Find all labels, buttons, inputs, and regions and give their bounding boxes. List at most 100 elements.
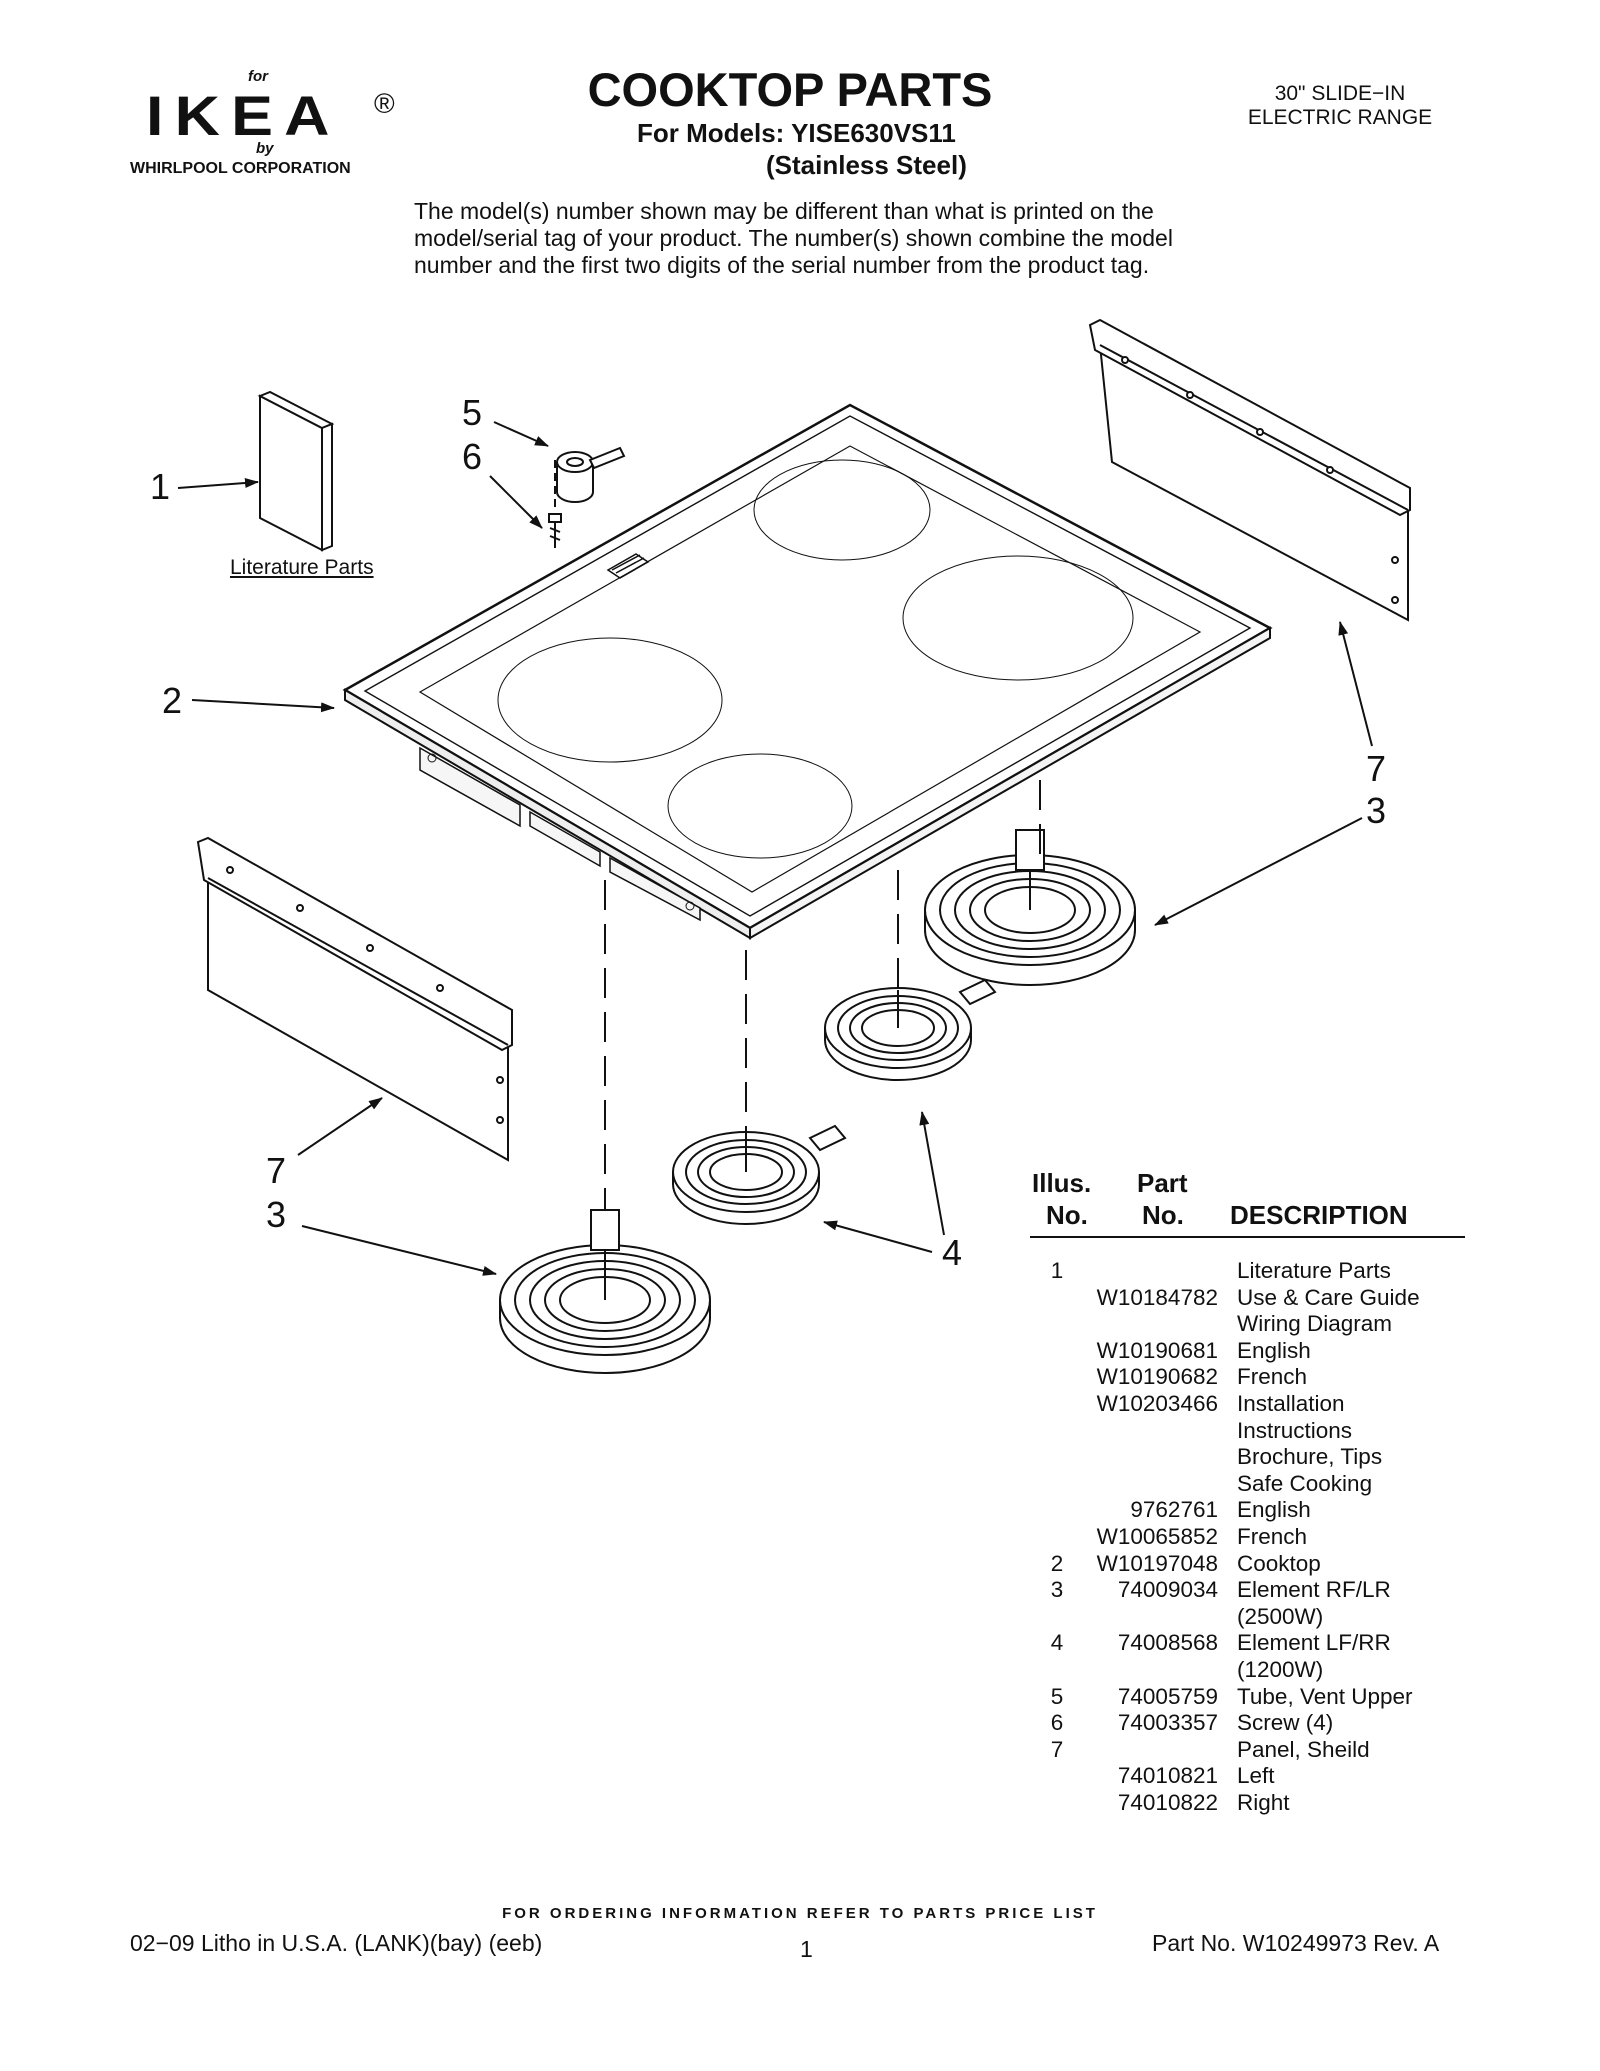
range-type: 30" SLIDE−IN ELECTRIC RANGE bbox=[1220, 82, 1460, 130]
part-no: 74010822 bbox=[1117, 1789, 1218, 1815]
part-description: French bbox=[1237, 1364, 1308, 1390]
page-title: COOKTOP PARTS bbox=[587, 63, 993, 116]
part-description: Instructions bbox=[1237, 1417, 1353, 1443]
callout-7-left: 7 bbox=[266, 1150, 287, 1191]
table-row: 2 W10197048 Cooktop bbox=[1030, 1551, 1465, 1578]
brand-block: for IKEA ® by WHIRLPOOL CORPORATION bbox=[130, 68, 410, 188]
table-row: 9762761 English bbox=[1030, 1497, 1465, 1524]
burner-ring-front-left bbox=[497, 637, 723, 763]
part-description: Use & Care Guide bbox=[1237, 1284, 1420, 1310]
table-row: W10190681 English bbox=[1030, 1338, 1465, 1365]
registered-mark: ® bbox=[374, 88, 395, 119]
element-large-left bbox=[499, 1209, 711, 1374]
header-part-no: No. bbox=[1142, 1200, 1184, 1230]
part-description: Installation bbox=[1237, 1390, 1345, 1416]
table-row: Safe Cooking bbox=[1030, 1471, 1465, 1498]
ikea-logo: IKEA bbox=[146, 84, 341, 147]
parts-table: Illus. No. Part No. DESCRIPTION 1 Literat… bbox=[1030, 1168, 1465, 1816]
part-no: W10184782 bbox=[1096, 1284, 1218, 1310]
callout-1: 1 bbox=[150, 466, 171, 507]
shield-panel-right bbox=[1088, 318, 1411, 622]
part-description: French bbox=[1237, 1523, 1308, 1549]
document-part-number: Part No. W10249973 Rev. A bbox=[1152, 1930, 1440, 1956]
illus-no: 4 bbox=[1050, 1630, 1064, 1656]
shield-panel-left bbox=[196, 836, 513, 1162]
model-notice: The model(s) number shown may be differe… bbox=[414, 198, 1173, 278]
part-no: 74009034 bbox=[1117, 1577, 1218, 1603]
part-description: Tube, Vent Upper bbox=[1237, 1683, 1413, 1709]
parts-table-body: 1 Literature Parts W10184782 Use & Care Gu… bbox=[1030, 1258, 1465, 1816]
part-no: 74005759 bbox=[1117, 1683, 1218, 1709]
cooktop-glass bbox=[342, 403, 1273, 940]
illus-no: 2 bbox=[1050, 1550, 1064, 1576]
header-part: Part bbox=[1137, 1168, 1188, 1198]
burner-ring-rear-right bbox=[902, 555, 1134, 681]
callout-2: 2 bbox=[162, 680, 183, 721]
screw bbox=[548, 460, 562, 548]
header-illus-no: No. bbox=[1046, 1200, 1088, 1230]
header-illus: Illus. bbox=[1032, 1168, 1092, 1198]
element-small-lower bbox=[672, 1124, 847, 1225]
table-row: 1 Literature Parts bbox=[1030, 1258, 1465, 1285]
part-no: 74010821 bbox=[1117, 1763, 1218, 1789]
table-row: (1200W) bbox=[1030, 1657, 1465, 1684]
callout-4: 4 bbox=[942, 1232, 963, 1273]
element-small-upper bbox=[824, 978, 997, 1081]
illus-no: 5 bbox=[1050, 1683, 1064, 1709]
leader-arrows bbox=[177, 421, 1373, 1276]
part-description: Panel, Sheild bbox=[1237, 1736, 1370, 1762]
part-no: W10203466 bbox=[1096, 1390, 1218, 1416]
literature-parts-label: Literature Parts bbox=[230, 556, 374, 579]
callout-3-right: 3 bbox=[1366, 790, 1387, 831]
part-description: Wiring Diagram bbox=[1237, 1311, 1393, 1337]
callout-3-left: 3 bbox=[266, 1194, 287, 1235]
part-description: Element RF/LR bbox=[1237, 1577, 1391, 1603]
part-description: Right bbox=[1237, 1789, 1290, 1815]
illus-no: 3 bbox=[1050, 1577, 1064, 1603]
callout-7-right: 7 bbox=[1366, 748, 1387, 789]
part-no: W10065852 bbox=[1096, 1523, 1218, 1549]
table-row: Instructions bbox=[1030, 1418, 1465, 1445]
header-description: DESCRIPTION bbox=[1230, 1200, 1408, 1230]
page-number: 1 bbox=[800, 1936, 813, 1962]
part-description: Element LF/RR bbox=[1237, 1630, 1391, 1656]
part-description: Literature Parts bbox=[1237, 1258, 1391, 1283]
part-description: English bbox=[1237, 1337, 1311, 1363]
callout-6: 6 bbox=[462, 436, 483, 477]
models-line: For Models: YISE630VS11 bbox=[637, 118, 956, 148]
burner-ring-rear-left bbox=[753, 459, 931, 561]
table-row: (2500W) bbox=[1030, 1604, 1465, 1631]
part-no: 9762761 bbox=[1130, 1497, 1218, 1523]
alignment-lines bbox=[604, 780, 1041, 1210]
parts-table-header: Illus. No. Part No. DESCRIPTION bbox=[1030, 1168, 1465, 1238]
vent-tube bbox=[556, 446, 626, 503]
table-row: 4 74008568 Element LF/RR bbox=[1030, 1630, 1465, 1657]
table-row: W10203466 Installation bbox=[1030, 1391, 1465, 1418]
table-row: Wiring Diagram bbox=[1030, 1311, 1465, 1338]
part-description: Left bbox=[1237, 1763, 1275, 1789]
part-no: W10190681 bbox=[1096, 1337, 1218, 1363]
part-description: (1200W) bbox=[1237, 1656, 1324, 1682]
part-no: W10197048 bbox=[1096, 1550, 1218, 1576]
element-large-right bbox=[924, 829, 1136, 986]
part-description: English bbox=[1237, 1497, 1311, 1523]
brand-by-text: by bbox=[256, 140, 274, 157]
table-row: 74010821 Left bbox=[1030, 1763, 1465, 1790]
part-description: Screw (4) bbox=[1237, 1710, 1334, 1736]
brand-for-text: for bbox=[248, 68, 268, 85]
table-row: 5 74005759 Tube, Vent Upper bbox=[1030, 1684, 1465, 1711]
whirlpool-corporation-text: WHIRLPOOL CORPORATION bbox=[130, 160, 351, 177]
illus-no: 1 bbox=[1050, 1258, 1064, 1283]
table-row: 3 74009034 Element RF/LR bbox=[1030, 1577, 1465, 1604]
vent-grille bbox=[606, 553, 650, 579]
table-row: Brochure, Tips bbox=[1030, 1444, 1465, 1471]
table-row: 74010822 Right bbox=[1030, 1790, 1465, 1817]
table-row: W10184782 Use & Care Guide bbox=[1030, 1285, 1465, 1312]
part-description: Cooktop bbox=[1237, 1550, 1321, 1576]
part-description: Brochure, Tips bbox=[1237, 1444, 1383, 1470]
part-no: 74008568 bbox=[1117, 1630, 1218, 1656]
